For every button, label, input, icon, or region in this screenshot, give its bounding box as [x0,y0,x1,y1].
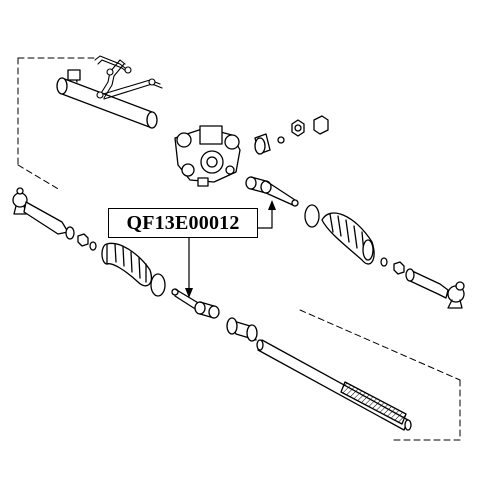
rack-housing [56,69,158,129]
rack-bushing [226,317,258,342]
steering-rack-bar [256,339,412,431]
bellows-boot-left [101,242,153,287]
tie-rod-end-right [405,268,465,309]
boot-clamp-left [150,273,166,297]
part-number-callout: QF13E00012 [108,208,258,238]
tie-rod-end-left [12,187,75,240]
pinion-valve-housing [174,125,241,187]
pinion-seal-parts [254,115,329,155]
jam-nut-right [393,261,405,275]
inner-tie-rod-right [245,176,299,207]
jam-nut-left [77,233,89,247]
inner-tie-rod-left [171,288,220,319]
dashed-frame [17,57,461,441]
bellows-boot-right [321,212,375,265]
callout-arrowheads [185,200,276,298]
boot-clamp-right [304,204,320,228]
lock-nut-right [380,257,388,267]
hydraulic-pipes [94,55,163,100]
callout-leaders [188,207,273,291]
lock-nut-left [89,241,97,251]
